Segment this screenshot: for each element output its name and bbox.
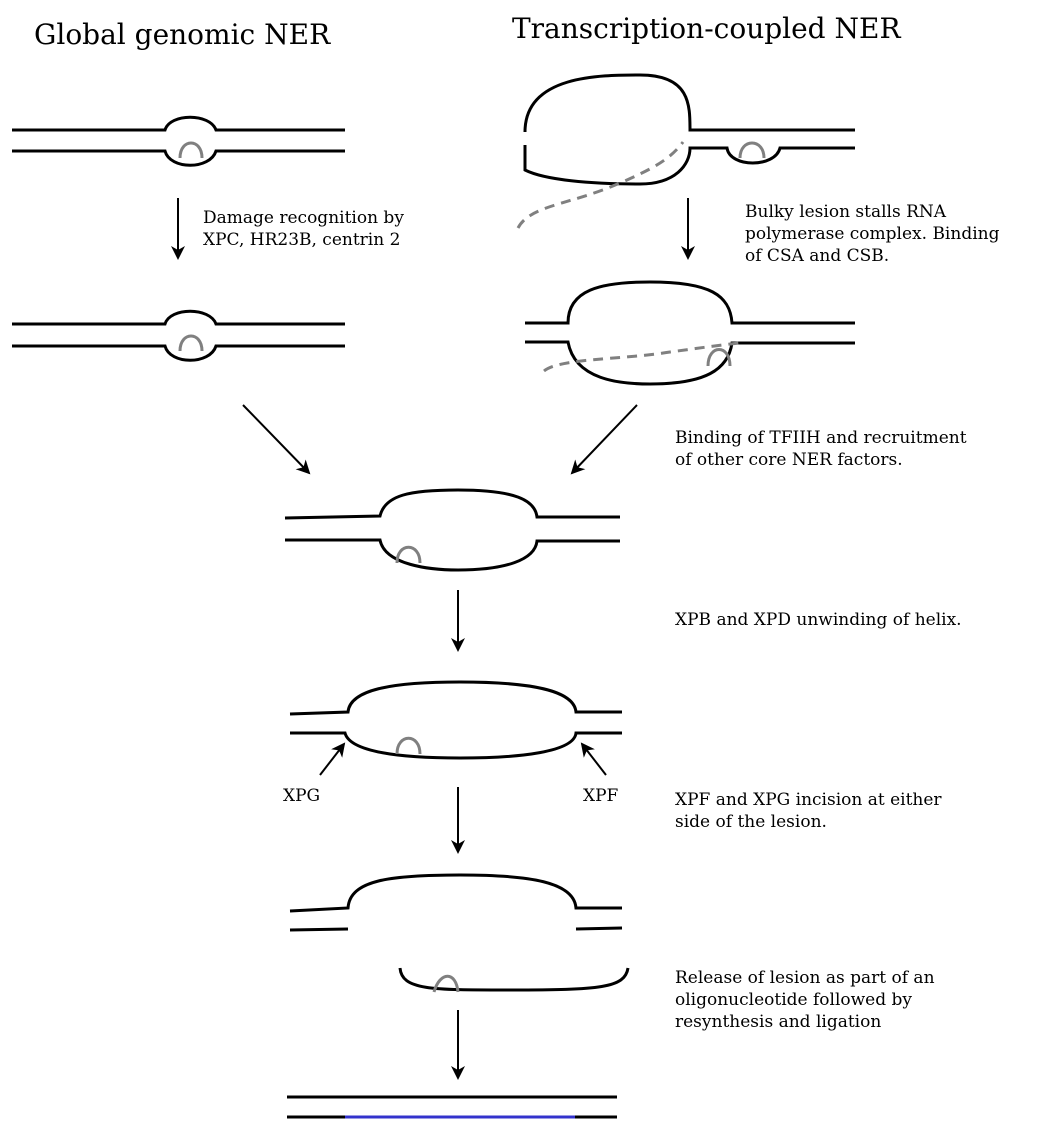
label-line: Binding of TFIIH and recruitment bbox=[675, 428, 967, 448]
incised-left-stub bbox=[289, 927, 349, 932]
gg-bottom-strand bbox=[12, 149, 345, 167]
label-line: side of the lesion. bbox=[675, 812, 827, 832]
unwound-bubble bbox=[289, 680, 622, 760]
heading-transcription-coupled-ner: Transcription-coupled NER bbox=[512, 12, 901, 45]
lesion-marker bbox=[178, 141, 204, 159]
flow-arrows bbox=[171, 198, 695, 1080]
arrow-diagonal bbox=[570, 404, 638, 475]
lesion-marker bbox=[178, 334, 204, 352]
incised-dna bbox=[289, 873, 623, 932]
step-release: Release of lesion as part of an oligonuc… bbox=[675, 967, 935, 1033]
rna-transcript bbox=[543, 341, 741, 373]
step-tfiih-binding: Binding of TFIIH and recruitment of othe… bbox=[675, 427, 967, 471]
xpg-pointer-arrow bbox=[319, 742, 346, 776]
tfiih-bubble bbox=[284, 488, 620, 572]
oligo-strand bbox=[398, 967, 630, 992]
label-line: XPF and XPG incision at either bbox=[675, 790, 942, 810]
rna-transcript bbox=[516, 141, 685, 229]
label-line: XPB and XPD unwinding of helix. bbox=[675, 610, 962, 630]
lesion-marker bbox=[432, 974, 460, 993]
arrow-diagonal bbox=[242, 404, 311, 475]
gg-dna-with-lesion bbox=[12, 115, 345, 167]
label-line: XPC, HR23B, centrin 2 bbox=[203, 230, 401, 250]
lesion-marker bbox=[706, 348, 732, 367]
unwound-top-strand bbox=[289, 680, 622, 716]
tc-stalled-bubble bbox=[523, 73, 855, 186]
lesion-marker bbox=[395, 545, 422, 564]
unwound-bottom-strand bbox=[290, 731, 622, 760]
repaired-dna bbox=[287, 1095, 617, 1119]
incised-top-strand bbox=[289, 873, 622, 913]
gg-dna-recognized bbox=[12, 309, 345, 362]
label-line: of CSA and CSB. bbox=[745, 246, 890, 266]
label-line: resynthesis and ligation bbox=[675, 1012, 882, 1032]
label-line: Release of lesion as part of an bbox=[675, 968, 935, 988]
excised-oligonucleotide bbox=[398, 967, 630, 993]
label-line: polymerase complex. Binding bbox=[745, 224, 1000, 244]
gg-top-strand bbox=[12, 309, 345, 326]
tc-bottom-strand bbox=[525, 340, 855, 386]
step-damage-recognition: Damage recognition by XPC, HR23B, centri… bbox=[203, 207, 404, 251]
xpf-pointer-arrow bbox=[580, 742, 607, 776]
enzyme-label-xpf: XPF bbox=[583, 786, 619, 806]
gg-top-strand bbox=[12, 115, 345, 132]
step-incision: XPF and XPG incision at either side of t… bbox=[675, 789, 942, 833]
tc-bottom-strand bbox=[523, 145, 855, 186]
lesion-marker bbox=[395, 736, 422, 755]
label-line: oligonucleotide followed by bbox=[675, 990, 913, 1010]
enzyme-label-xpg: XPG bbox=[283, 786, 321, 806]
heading-global-genomic-ner: Global genomic NER bbox=[34, 18, 331, 51]
incised-right-stub bbox=[575, 926, 623, 931]
label-line: Bulky lesion stalls RNA bbox=[745, 202, 947, 222]
tc-bound-bubble bbox=[525, 280, 855, 386]
tc-top-strand bbox=[525, 280, 855, 325]
label-line: of other core NER factors. bbox=[675, 450, 903, 470]
tc-top-strand bbox=[523, 73, 855, 133]
gg-bottom-strand bbox=[12, 344, 345, 362]
lesion-marker bbox=[738, 141, 766, 159]
step-unwinding: XPB and XPD unwinding of helix. bbox=[675, 609, 962, 631]
merged-top-strand bbox=[284, 488, 620, 520]
label-line: Damage recognition by bbox=[203, 208, 404, 228]
merged-bottom-strand bbox=[285, 538, 620, 572]
step-bulky-lesion: Bulky lesion stalls RNA polymerase compl… bbox=[745, 201, 999, 267]
